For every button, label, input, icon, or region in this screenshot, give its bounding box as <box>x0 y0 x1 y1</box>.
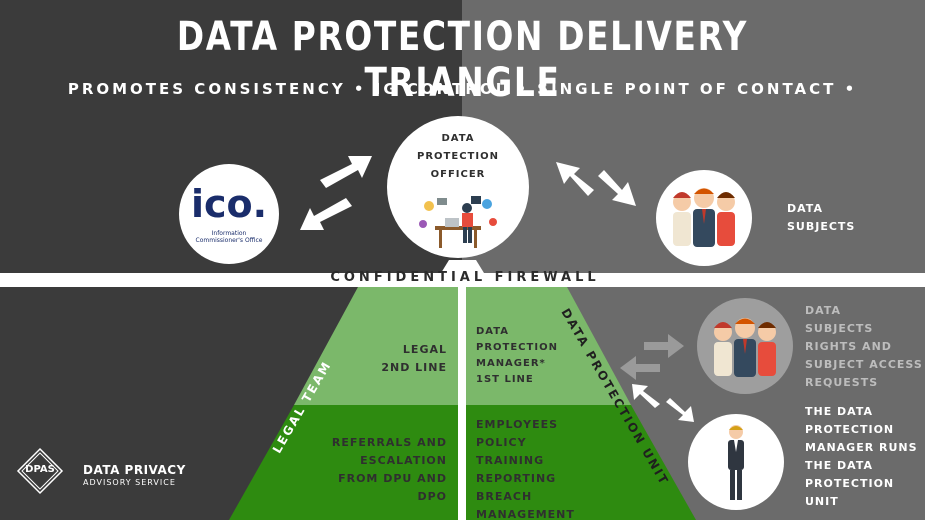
rights-label-line: SUBJECT ACCESS <box>805 358 923 371</box>
pyramid-text-line: REPORTING <box>476 472 557 485</box>
rights-label-line: REQUESTS <box>805 376 879 389</box>
rights-label-line: SUBJECTS <box>805 322 874 335</box>
arrow-rights-left <box>620 356 660 380</box>
referrals-text: REFERRALS AND ESCALATION FROM DPU AND DP… <box>310 434 447 506</box>
dpo-label-line: OFFICER <box>430 169 486 180</box>
rights-label-line: RIGHTS AND <box>805 340 892 353</box>
page-title: DATA PROTECTION DELIVERY TRIANGLE <box>176 14 749 106</box>
arrow-manager-up <box>632 384 660 408</box>
manager-label-line: PROTECTION <box>805 423 895 436</box>
people-group-icon <box>673 188 735 247</box>
arrow-ico-to-dpo <box>320 156 372 188</box>
data-subjects-label-line: SUBJECTS <box>787 220 856 233</box>
officer-at-desk-icon <box>419 196 497 248</box>
manager-label-line: MANAGER RUNS <box>805 441 918 454</box>
pyramid-text-line: 2ND LINE <box>381 361 447 374</box>
page-subtitle: PROMOTES CONSISTENCY • IG CONTROL • SING… <box>67 80 858 98</box>
arrow-dpo-to-ico <box>300 198 352 230</box>
manager-label-line: PROTECTION <box>805 477 895 490</box>
pyramid-text-line: PROTECTION <box>476 342 558 353</box>
employees-text: EMPLOYEES POLICY TRAINING REPORTING BREA… <box>476 416 626 524</box>
arrow-rights-right <box>644 334 684 358</box>
people-group-icon <box>714 318 776 377</box>
manager-label-line: UNIT <box>805 495 839 508</box>
manager-label-line: THE DATA <box>805 459 874 472</box>
pyramid-text-line: BREACH MANAGEMENT <box>476 490 575 521</box>
pyramid-text-line: FROM DPU AND DPO <box>338 472 447 503</box>
manager-circle <box>688 414 784 510</box>
dpas-diamond-icon <box>16 447 64 495</box>
data-subjects-label-line: DATA <box>787 202 823 215</box>
firewall-label: CONFIDENTIAL FIREWALL <box>330 270 600 285</box>
pyramid-text-line: 1ST LINE <box>476 374 534 385</box>
dpo-label: DATA PROTECTION OFFICER <box>387 130 529 184</box>
dp-manager-first-line-text: DATA PROTECTION MANAGER* 1ST LINE <box>476 324 576 388</box>
brand-logo-text: DPAS <box>25 464 55 475</box>
manager-label-line: THE DATA <box>805 405 874 418</box>
ico-logo: ico. <box>190 182 268 226</box>
pyramid-text-line: MANAGER* <box>476 358 546 369</box>
brand-name: DATA PRIVACY <box>83 463 186 477</box>
legal-second-line-text: LEGAL 2ND LINE <box>340 341 447 377</box>
manager-label: THE DATA PROTECTION MANAGER RUNS THE DAT… <box>805 403 918 511</box>
ico-logo-subtext: Information Commissioner's Office <box>195 230 263 244</box>
brand-subname: ADVISORY SERVICE <box>83 478 176 487</box>
dpo-label-line: PROTECTION <box>417 151 499 162</box>
rights-label-line: DATA <box>805 304 841 317</box>
pyramid-divider <box>458 260 466 520</box>
dpo-circle: DATA PROTECTION OFFICER <box>387 116 529 258</box>
pyramid-text-line: DATA <box>476 326 510 337</box>
arrow-manager-down <box>666 398 694 422</box>
pyramid-text-line: TRAINING <box>476 454 545 467</box>
pyramid-text-line: EMPLOYEES <box>476 418 559 431</box>
rights-label: DATA SUBJECTS RIGHTS AND SUBJECT ACCESS … <box>805 302 923 392</box>
pyramid-text-line: ESCALATION <box>360 454 447 467</box>
arrow-to-subjects-from-dpo <box>598 170 636 206</box>
manager-person-icon <box>728 425 744 500</box>
brand-logo: DPAS <box>16 447 64 495</box>
firewall-band <box>0 273 925 287</box>
arrow-to-dpo-from-subjects <box>556 162 594 196</box>
rights-circle <box>697 298 793 394</box>
pyramid-text-line: POLICY <box>476 436 527 449</box>
dpo-label-line: DATA <box>441 133 475 144</box>
ico-circle: ico. Information Commissioner's Office <box>179 164 279 264</box>
data-subjects-label: DATA SUBJECTS <box>787 200 855 236</box>
pyramid-text-line: REFERRALS AND <box>331 436 447 449</box>
pyramid-text-line: LEGAL <box>402 343 447 356</box>
data-subjects-circle <box>656 170 752 266</box>
